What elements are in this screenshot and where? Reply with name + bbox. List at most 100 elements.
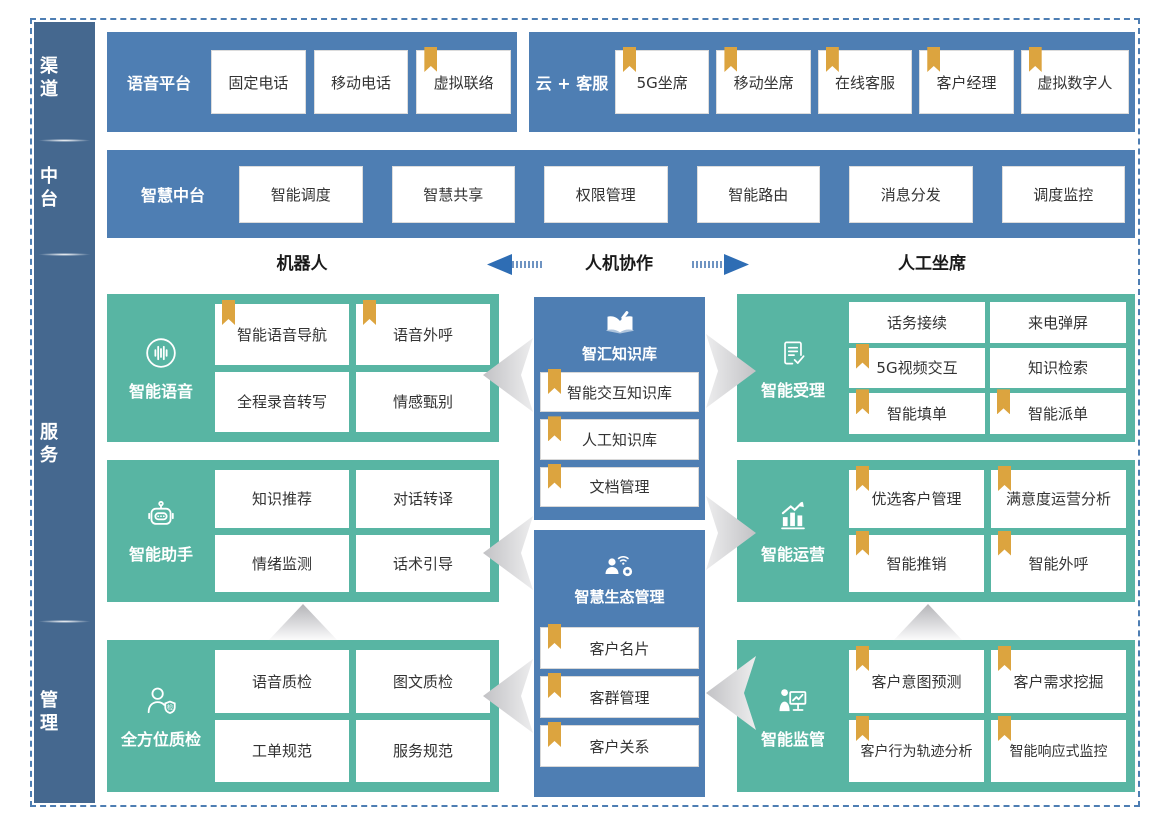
feature-box: 权限管理 [544,165,668,223]
layer-label-management: 管理 [37,690,58,736]
arrowhead-right-icon [724,254,749,275]
sidebar-divider [38,139,91,142]
block-title: 智能监管 [760,729,825,749]
block-smart-voice-items: 智能语音导航 语音外呼 全程录音转写 情感甄别 [215,294,499,442]
feature-box: 移动坐席 [716,47,811,114]
bookmark-icon [856,389,869,415]
feature-label: 固定电话 [228,73,289,92]
arrowhead-left-icon [487,254,512,275]
block-knowledge-hub: 智汇知识库 智能交互知识库 人工知识库 文档管理 [534,297,705,520]
block-smart-supervision-items: 客户意图预测 客户需求挖掘 客户行为轨迹分析 智能响应式监控 [849,640,1135,792]
feature-label: 在线客服 [835,73,896,92]
bookmark-icon [927,47,941,72]
bookmark-icon [998,466,1011,491]
feature-label: 客群管理 [589,688,650,707]
feature-box: 服务规范 [356,719,490,782]
svg-text:检: 检 [167,702,174,711]
feature-label: 权限管理 [575,185,636,204]
feature-label: 话务接续 [886,313,947,332]
presentation-monitor-icon [779,688,807,711]
feature-label: 消息分发 [880,185,941,204]
bookmark-icon [548,369,561,394]
bookmark-icon [998,646,1011,671]
panel-midplatform-items: 智能调度 智慧共享 权限管理 智能路由 消息分发 调度监控 [239,165,1135,223]
feature-box: 对话转译 [356,470,490,528]
sidebar-divider [38,620,91,623]
block-eco-management-header: 智慧生态管理 [540,536,699,627]
feature-box: 调度监控 [1001,165,1125,223]
feature-label: 智能路由 [728,185,789,204]
layer-label-channel: 渠道 [37,56,58,102]
feature-label: 智能调度 [270,185,331,204]
feature-box: 智能语音导航 [215,300,349,365]
feature-box: 客户经理 [919,47,1014,114]
feature-box: 知识检索 [990,347,1126,389]
feature-box: 智能交互知识库 [540,369,699,413]
feature-box: 5G视频交互 [849,343,985,389]
block-smart-assistant-items: 知识推荐 对话转译 情绪监测 话术引导 [215,460,499,602]
feature-label: 对话转译 [392,490,453,509]
block-smart-operation-header: 智能运营 [737,460,849,602]
feature-box: 5G坐席 [615,47,710,114]
panel-title: 云 + 客服 [535,74,609,93]
feature-box: 智慧共享 [391,165,515,223]
layer-sidebar: 渠道 中台 服务 管理 [34,22,95,803]
block-smart-supervision-header: 智能监管 [737,640,849,792]
feature-label: 虚拟数字人 [1037,73,1113,92]
arrow-dashed-tail [512,261,544,268]
feature-box: 智能推销 [849,530,984,592]
feature-box: 知识推荐 [215,470,349,528]
feature-box: 图文质检 [356,650,490,713]
robot-icon [148,500,174,525]
feature-box: 客户意图预测 [849,646,984,713]
header-robot: 机器人 [276,254,328,274]
panel-cloud-items: 5G坐席 移动坐席 在线客服 客户经理 虚拟数字人 [615,47,1135,114]
block-smart-assistant: 智能助手 知识推荐 对话转译 情绪监测 话术引导 [107,460,499,602]
feature-label: 5G坐席 [636,73,688,92]
block-smart-voice-header: 智能语音 [107,294,215,442]
feature-label: 工单规范 [251,742,312,761]
bookmark-icon [548,722,561,747]
feature-box: 情绪监测 [215,534,349,592]
bookmark-icon [548,416,561,442]
feature-box: 虚拟联络 [416,47,512,114]
feature-box: 在线客服 [817,47,913,114]
feature-box: 移动电话 [313,50,409,114]
quality-inspector-icon: 检 [147,687,176,714]
block-title: 智能受理 [760,380,825,400]
feature-label: 客户需求挖掘 [1013,673,1104,691]
feature-label: 智能语音导航 [236,325,327,344]
bookmark-icon [1028,47,1042,72]
header-human-agent: 人工坐席 [898,254,966,274]
bookmark-icon [998,716,1011,741]
knowledge-book-icon [605,311,634,334]
bookmark-icon [856,716,869,741]
block-title: 智慧生态管理 [574,588,665,606]
feature-label: 智能填单 [886,405,947,424]
feature-box: 语音外呼 [356,300,490,365]
feature-label: 语音质检 [251,672,312,691]
triangle-up-icon [892,604,964,642]
feature-box: 文档管理 [540,463,699,507]
feature-box: 话务接续 [849,302,985,343]
feature-box: 客户名片 [540,624,699,669]
block-smart-voice: 智能语音 智能语音导航 语音外呼 全程录音转写 情感甄别 [107,294,499,442]
feature-box: 来电弹屏 [990,302,1126,343]
feature-box: 客户关系 [540,722,699,767]
feature-label: 图文质检 [392,672,453,691]
bookmark-icon [724,47,738,72]
block-title: 智能运营 [760,544,825,564]
feature-box: 满意度运营分析 [991,466,1126,528]
feature-label: 智慧共享 [423,185,484,204]
chart-growth-icon [781,501,805,529]
feature-box: 语音质检 [215,650,349,713]
feature-label: 知识检索 [1027,359,1088,378]
arrow-right-icon [692,254,749,275]
feature-box: 全程录音转写 [215,371,349,432]
block-title: 智汇知识库 [581,345,657,363]
bookmark-icon [623,47,636,72]
feature-label: 智能外呼 [1028,554,1089,573]
bookmark-icon [825,47,839,72]
bookmark-icon [856,343,869,369]
document-check-icon [784,341,805,364]
